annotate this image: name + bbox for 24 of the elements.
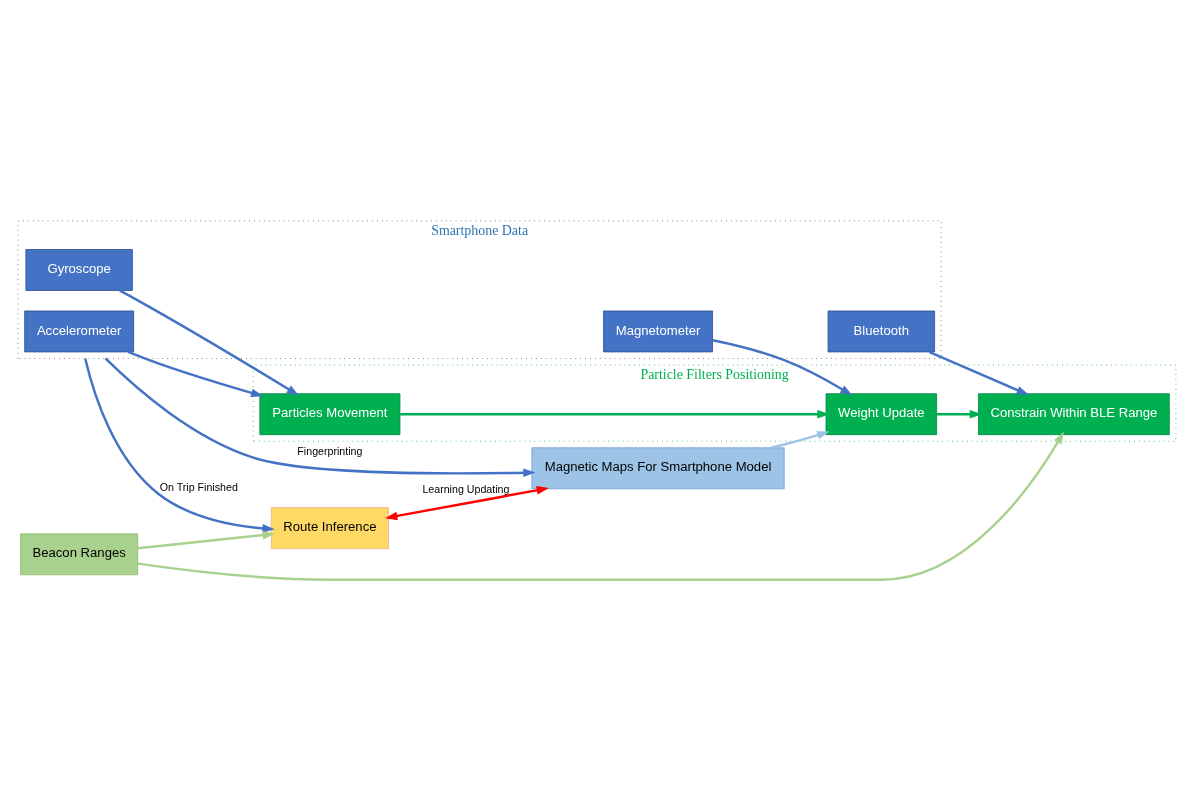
arrow — [712, 339, 853, 396]
node-box: Weight Update — [825, 393, 938, 436]
node-box: Accelerometer — [24, 310, 135, 353]
edge-label: Fingerprinting — [297, 444, 363, 457]
arrow — [385, 486, 549, 521]
arrow — [84, 358, 275, 533]
arrow — [104, 357, 536, 478]
node-box: Magnetometer — [603, 310, 713, 353]
arrow — [119, 289, 300, 396]
edge-label: Learning Updating — [422, 483, 510, 496]
node-box: Route Inference — [270, 507, 389, 549]
arrow — [137, 431, 1064, 581]
node-box: Bluetooth — [827, 310, 935, 353]
arrow — [127, 350, 264, 398]
arrow — [400, 409, 830, 419]
node-box: Beacon Ranges — [20, 533, 139, 576]
arrow — [929, 350, 1029, 396]
arrow — [137, 530, 275, 550]
node-box: Particles Movement — [259, 393, 401, 436]
node-box: Constrain Within BLE Range — [978, 393, 1170, 436]
node-box: Magnetic Maps For Smartphone Model — [531, 447, 785, 490]
arrow — [770, 431, 830, 449]
edge-label: On Trip Finished — [159, 480, 238, 493]
node-box: Gyroscope — [25, 249, 133, 291]
